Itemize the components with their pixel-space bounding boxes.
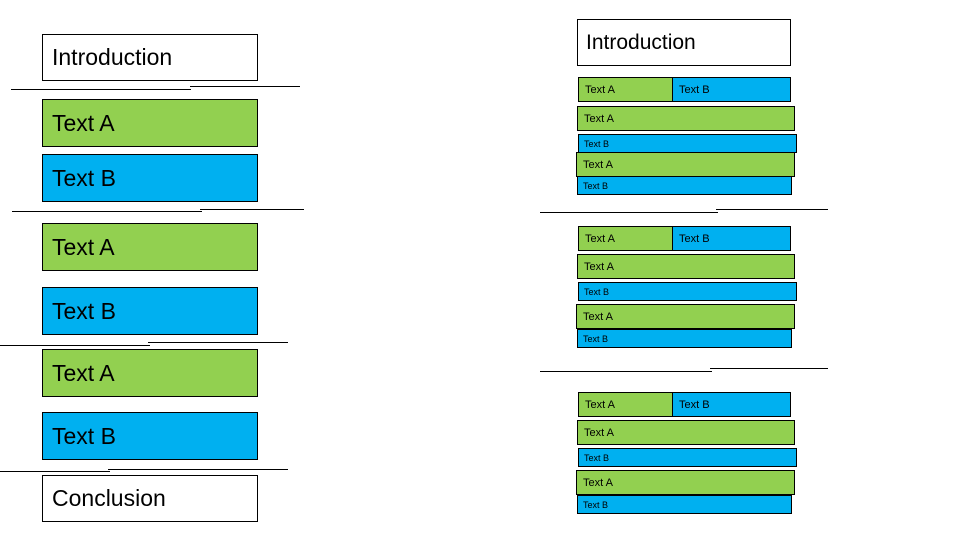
thumb-2-row-4[interactable]: Text B xyxy=(577,329,792,348)
left-block-introduction[interactable]: Introduction xyxy=(42,34,258,81)
thumb-2-row-3[interactable]: Text A xyxy=(576,304,795,329)
thumb-2-row-1[interactable]: Text A xyxy=(577,254,795,279)
divider-rule-1b xyxy=(190,86,300,87)
divider-rule-3 xyxy=(0,345,150,346)
divider-rule-3b xyxy=(148,342,288,343)
divider-rule-4 xyxy=(0,471,110,472)
thumb-2-split-right[interactable]: Text B xyxy=(672,226,791,251)
thumb-2-row-2[interactable]: Text B xyxy=(578,282,797,301)
thumb-divider-1 xyxy=(540,212,718,213)
thumb-3-split-right[interactable]: Text B xyxy=(672,392,791,417)
thumb-3-row-2[interactable]: Text B xyxy=(578,448,797,467)
left-block-text-b-1[interactable]: Text B xyxy=(42,154,258,202)
thumb-1-title[interactable]: Introduction xyxy=(577,19,791,66)
divider-rule-1 xyxy=(11,89,191,90)
divider-rule-2 xyxy=(12,211,202,212)
left-block-text-a-1[interactable]: Text A xyxy=(42,99,258,147)
thumb-1-split-left[interactable]: Text A xyxy=(578,77,673,102)
left-block-text-a-2[interactable]: Text A xyxy=(42,223,258,271)
left-block-text-b-3[interactable]: Text B xyxy=(42,412,258,460)
thumb-1-row-2[interactable]: Text B xyxy=(578,134,797,153)
thumb-divider-2b xyxy=(710,368,828,369)
left-block-text-b-2[interactable]: Text B xyxy=(42,287,258,335)
thumb-divider-1b xyxy=(716,209,828,210)
thumb-1-row-1[interactable]: Text A xyxy=(577,106,795,131)
divider-rule-4b xyxy=(108,469,288,470)
left-block-text-a-3[interactable]: Text A xyxy=(42,349,258,397)
thumb-1-split-right[interactable]: Text B xyxy=(672,77,791,102)
thumb-divider-2 xyxy=(540,371,712,372)
divider-rule-2b xyxy=(200,209,304,210)
thumb-3-row-4[interactable]: Text B xyxy=(577,495,792,514)
thumb-1-row-4[interactable]: Text B xyxy=(577,176,792,195)
thumb-3-row-3[interactable]: Text A xyxy=(576,470,795,495)
left-block-conclusion[interactable]: Conclusion xyxy=(42,475,258,522)
thumb-3-split-left[interactable]: Text A xyxy=(578,392,673,417)
thumb-2-split-left[interactable]: Text A xyxy=(578,226,673,251)
thumb-1-row-3[interactable]: Text A xyxy=(576,152,795,177)
thumb-3-row-1[interactable]: Text A xyxy=(577,420,795,445)
